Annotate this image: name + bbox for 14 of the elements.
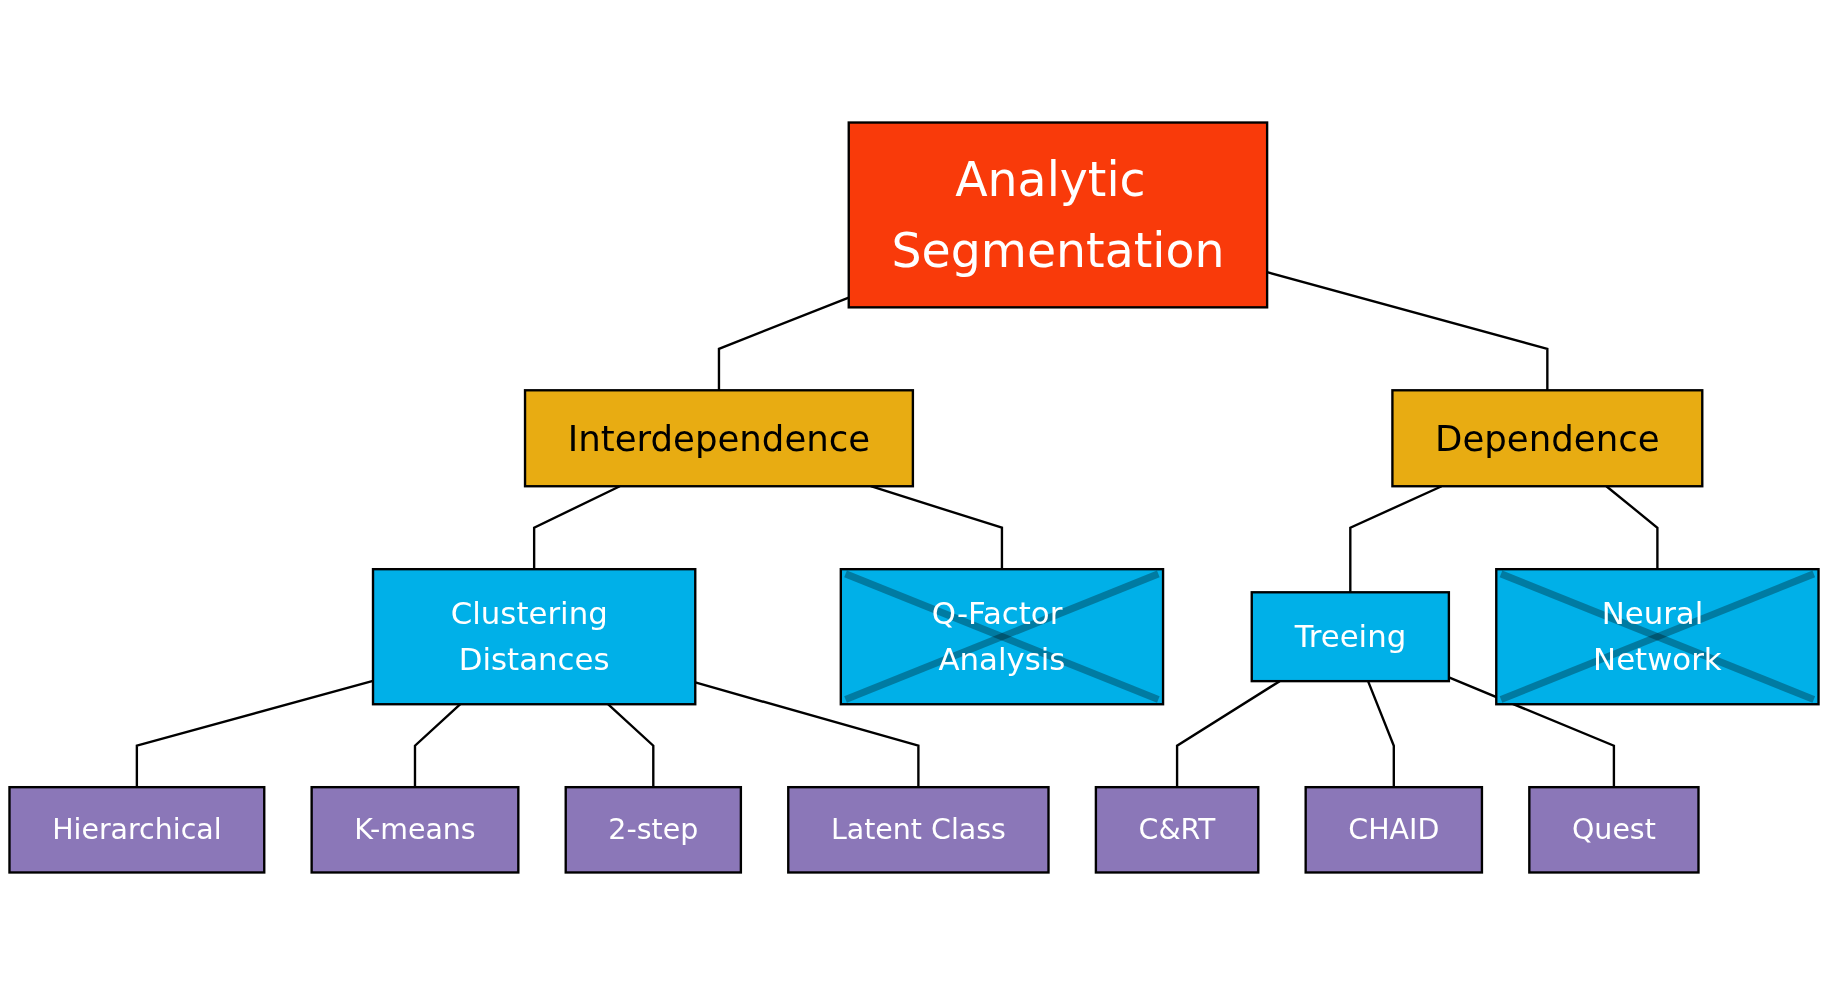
node-box: C&RT bbox=[1094, 786, 1260, 874]
node-box: 2-step bbox=[564, 786, 743, 874]
connector bbox=[135, 679, 374, 788]
node-box: Hierarchical bbox=[8, 786, 266, 874]
node-box: Latent Class bbox=[787, 786, 1050, 874]
node-box: Treeing bbox=[1250, 591, 1451, 683]
node-box: Interdependence bbox=[523, 389, 915, 488]
node-box: Dependence bbox=[1391, 389, 1704, 488]
node-box: K-means bbox=[310, 786, 520, 874]
node-box: CHAID bbox=[1304, 786, 1484, 874]
node-box: Analytic Segmentation bbox=[847, 121, 1269, 309]
node-box: Clustering Distances bbox=[371, 568, 697, 706]
connector bbox=[1448, 676, 1616, 788]
node-box: Quest bbox=[1528, 786, 1700, 874]
